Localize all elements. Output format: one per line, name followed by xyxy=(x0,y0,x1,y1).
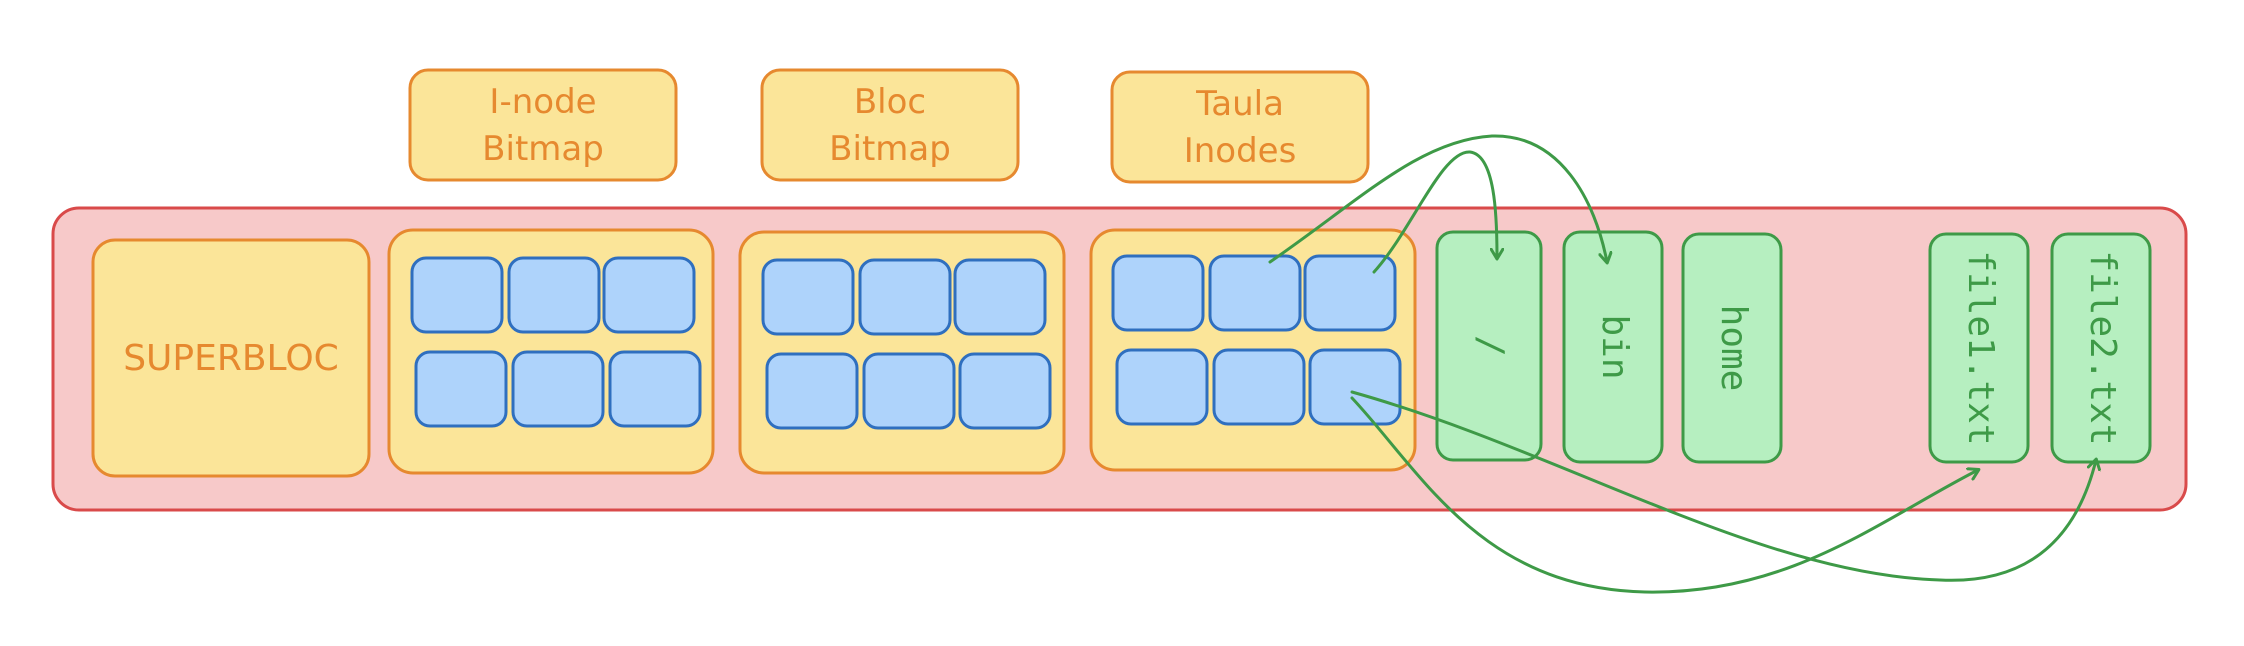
inode-table-cell xyxy=(1111,254,1205,332)
label-inode-bitmap-box xyxy=(408,68,678,182)
inode-bitmap-cells xyxy=(410,256,702,428)
data-block-root: / xyxy=(1435,230,1543,462)
bloc-bitmap-cells xyxy=(761,258,1052,430)
inode-bitmap-cell xyxy=(414,350,508,428)
inode-bitmap-cell xyxy=(602,256,696,334)
label-taula-inodes: Taula Inodes xyxy=(1110,70,1370,184)
inode-bitmap-cell xyxy=(410,256,504,334)
arrow-inode-to-file1 xyxy=(1350,396,1978,594)
bloc-bitmap-cell xyxy=(862,352,956,430)
bloc-bitmap-cell xyxy=(958,352,1052,430)
inode-table-cell xyxy=(1212,348,1306,426)
superbloc-section xyxy=(91,238,371,478)
data-block-file2: file2.txt xyxy=(2050,232,2152,464)
label-inode-bitmap-line2: Bitmap xyxy=(482,129,604,169)
label-taula-inodes-line1: Taula xyxy=(1195,84,1284,124)
data-block-root-box xyxy=(1435,230,1543,462)
label-inode-bitmap: I-node Bitmap xyxy=(408,68,678,182)
data-block-root-label: / xyxy=(1470,335,1511,357)
inode-table-cell xyxy=(1115,348,1209,426)
data-block-home-box xyxy=(1681,232,1783,464)
pointer-arrows xyxy=(1268,134,2096,594)
arrow-inode-to-bin xyxy=(1268,134,1607,262)
data-block-home: home xyxy=(1681,232,1783,464)
label-bloc-bitmap-line1: Bloc xyxy=(854,82,926,122)
data-block-bin: bin xyxy=(1562,230,1664,464)
inode-bitmap-cell xyxy=(507,256,601,334)
inode-bitmap-cell xyxy=(608,350,702,428)
inode-table-cell xyxy=(1308,348,1402,426)
bloc-bitmap-cell xyxy=(953,258,1047,336)
inode-table-cell xyxy=(1208,254,1302,332)
bloc-bitmap-cell xyxy=(765,352,859,430)
label-bloc-bitmap-line2: Bitmap xyxy=(829,129,951,169)
data-block-file1-label: file1.txt xyxy=(1960,250,2001,445)
label-taula-inodes-line2: Inodes xyxy=(1184,131,1297,171)
bloc-bitmap-cell xyxy=(761,258,855,336)
data-block-file2-label: file2.txt xyxy=(2082,250,2123,445)
label-bloc-bitmap-box xyxy=(760,68,1020,182)
data-block-bin-box xyxy=(1562,230,1664,464)
label-taula-inodes-box xyxy=(1110,70,1370,184)
data-block-file1-box xyxy=(1928,232,2030,464)
bloc-bitmap-cell xyxy=(858,258,952,336)
inode-table-cell xyxy=(1303,254,1397,332)
data-block-file1: file1.txt xyxy=(1928,232,2030,464)
arrow-inode-to-file2 xyxy=(1350,390,2096,582)
inode-bitmap-cell xyxy=(511,350,605,428)
data-block-home-label: home xyxy=(1713,305,1754,392)
label-inode-bitmap-line1: I-node xyxy=(489,82,596,122)
arrow-inode-to-root xyxy=(1372,150,1497,274)
inode-table-cells xyxy=(1111,254,1402,426)
label-bloc-bitmap: Bloc Bitmap xyxy=(760,68,1020,182)
superbloc-label: SUPERBLOC xyxy=(123,338,339,379)
data-block-bin-label: bin xyxy=(1594,314,1635,379)
